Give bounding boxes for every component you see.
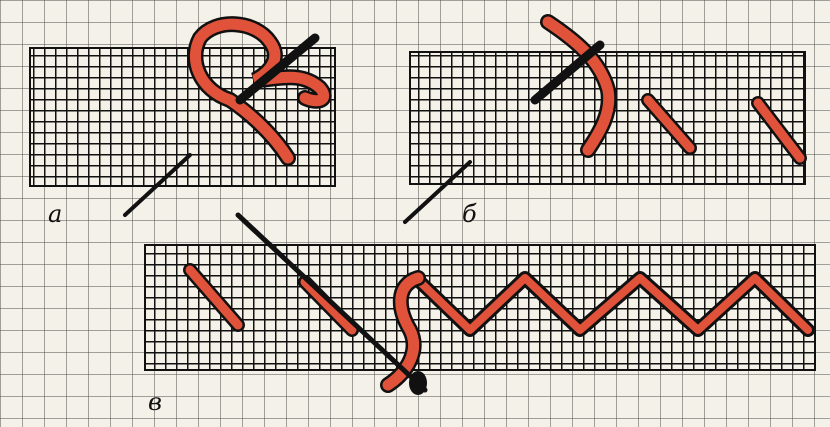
needle-v-eye [409, 371, 427, 395]
panel-label-a: а [48, 200, 62, 228]
panel-label-v: в [148, 388, 162, 416]
panel-label-b: б [462, 200, 477, 228]
